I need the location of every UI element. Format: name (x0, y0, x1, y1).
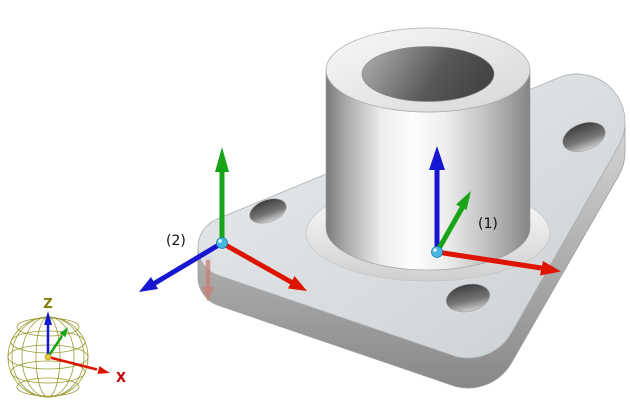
globe-axis-z-label: Z (43, 297, 52, 312)
x-axis-arrow-shaft[interactable] (219, 240, 294, 285)
z-axis-arrowhead[interactable] (429, 146, 445, 170)
x-axis-arrowhead[interactable] (288, 276, 307, 291)
x-axis-arrowhead[interactable] (540, 261, 561, 276)
move-pin-cap (203, 256, 213, 260)
globe-x-axis-arrowhead[interactable] (97, 366, 110, 374)
triad-1-label: (1) (478, 216, 498, 232)
x-axis-arrow-shaft[interactable] (434, 249, 544, 271)
globe-x-axis-arrow[interactable] (47, 355, 98, 371)
origin-point[interactable] (216, 237, 228, 249)
coordinate-triad-2[interactable]: (2) (139, 147, 307, 302)
boss-bore[interactable] (361, 46, 495, 102)
orientation-globe[interactable]: Z X (7, 297, 126, 398)
origin-point[interactable] (431, 246, 443, 258)
triad-2-label: (2) (166, 233, 186, 249)
bolt-hole-top-right[interactable] (559, 117, 610, 157)
coordinate-triad-1[interactable]: (1) (429, 146, 561, 276)
bolt-hole-left[interactable] (246, 194, 289, 228)
z-axis-arrow-shaft[interactable] (152, 240, 225, 286)
globe-axis-x-label: X (116, 371, 126, 386)
flange-part[interactable] (197, 27, 626, 389)
move-handle-pin[interactable] (202, 256, 214, 302)
y-axis-arrowhead[interactable] (456, 191, 471, 210)
origin-point-highlight (433, 248, 437, 252)
globe-y-axis-arrow[interactable] (46, 335, 64, 358)
origin-point-highlight (218, 239, 222, 243)
globe-center-point (44, 353, 52, 361)
y-axis-arrow-shaft[interactable] (434, 205, 465, 255)
move-pin-head[interactable] (202, 287, 214, 302)
bolt-hole-bottom[interactable] (444, 280, 493, 316)
z-axis-arrowhead[interactable] (139, 277, 158, 292)
y-axis-arrowhead[interactable] (215, 147, 229, 172)
globe-y-axis-arrowhead[interactable] (59, 327, 68, 338)
globe-z-axis-arrowhead[interactable] (44, 311, 52, 325)
